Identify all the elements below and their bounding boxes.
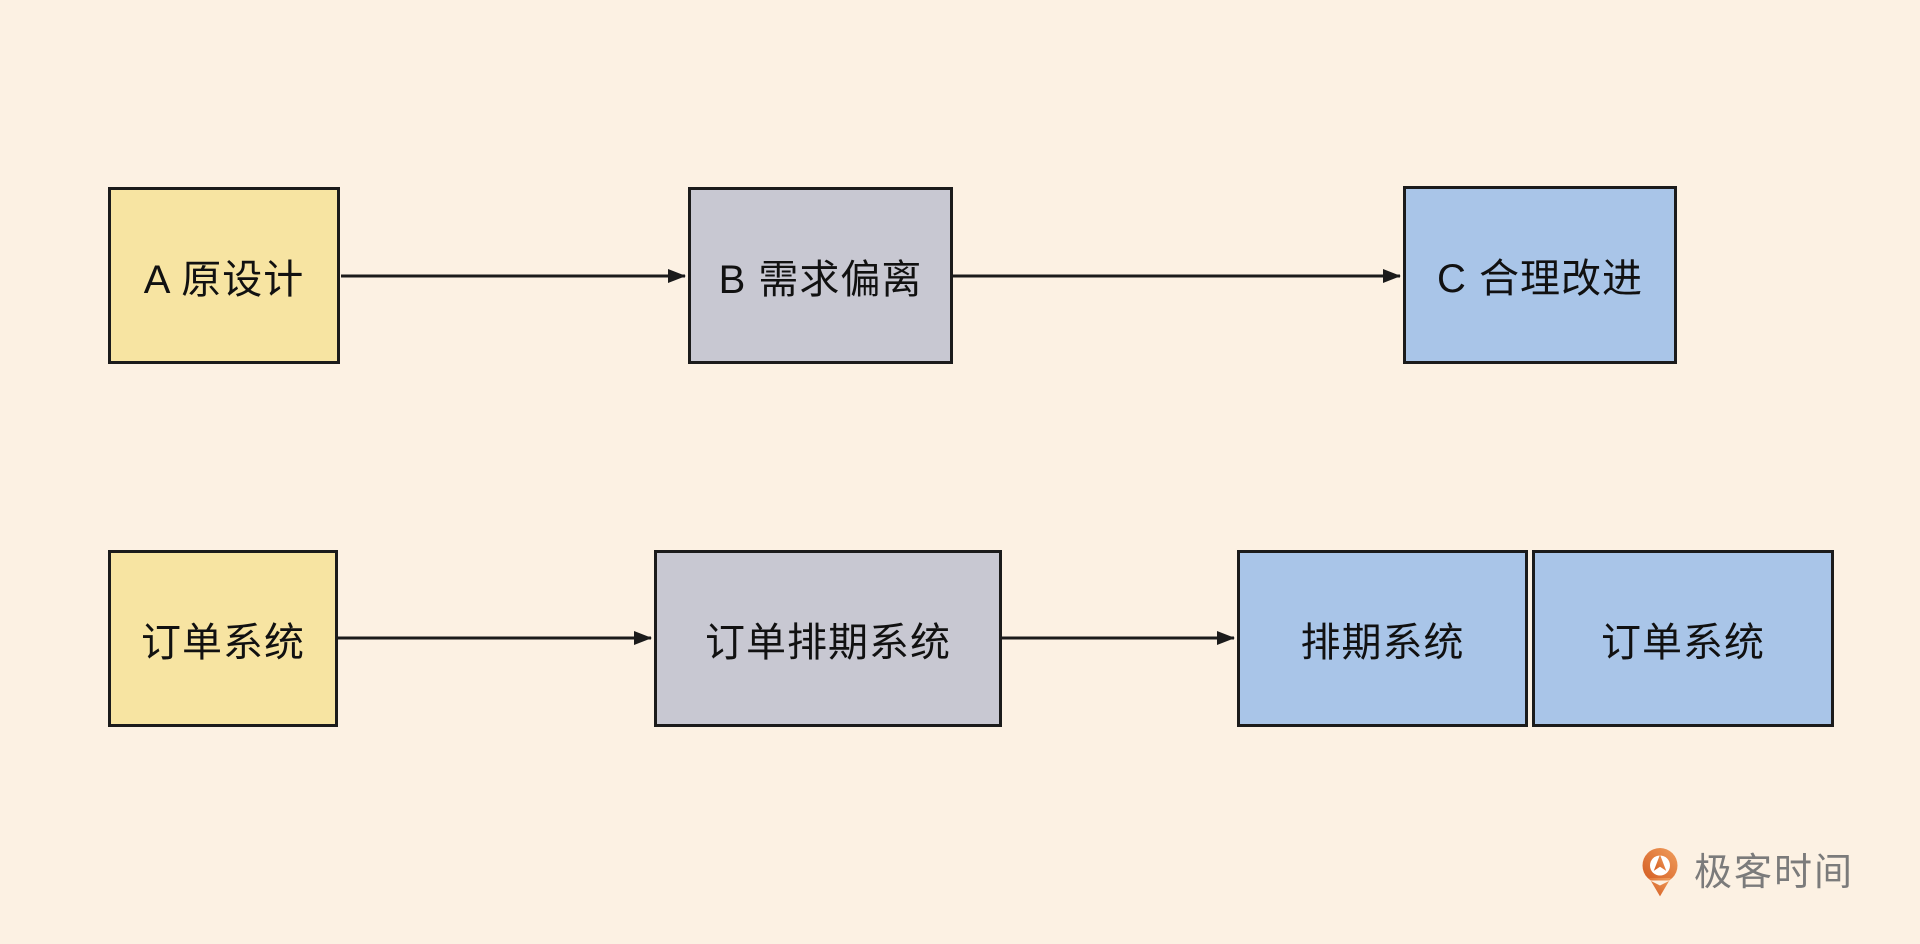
node-a-original-design: A 原设计 bbox=[108, 187, 340, 364]
node-order-system: 订单系统 bbox=[108, 550, 338, 727]
node-schedule-system: 排期系统 bbox=[1237, 550, 1528, 727]
node-b-requirement-drift: B 需求偏离 bbox=[688, 187, 953, 364]
node-order-schedule-system-label: 订单排期系统 bbox=[705, 620, 951, 665]
node-a-label: A 原设计 bbox=[143, 257, 305, 302]
node-order-system-2: 订单系统 bbox=[1532, 550, 1834, 727]
geektime-logo-icon bbox=[1642, 848, 1678, 897]
node-order-system-label: 订单系统 bbox=[141, 620, 305, 665]
geektime-logo: 极客时间 bbox=[1640, 846, 1854, 900]
node-c-reasonable-improvement: C 合理改进 bbox=[1403, 186, 1677, 364]
node-c-label: C 合理改进 bbox=[1437, 257, 1643, 301]
node-b-label: B 需求偏离 bbox=[718, 257, 923, 302]
geektime-logo-text: 极客时间 bbox=[1694, 852, 1855, 894]
node-order-schedule-system: 订单排期系统 bbox=[654, 550, 1002, 727]
node-order-system-2-label: 订单系统 bbox=[1601, 620, 1765, 665]
node-schedule-system-label: 排期系统 bbox=[1300, 620, 1465, 665]
